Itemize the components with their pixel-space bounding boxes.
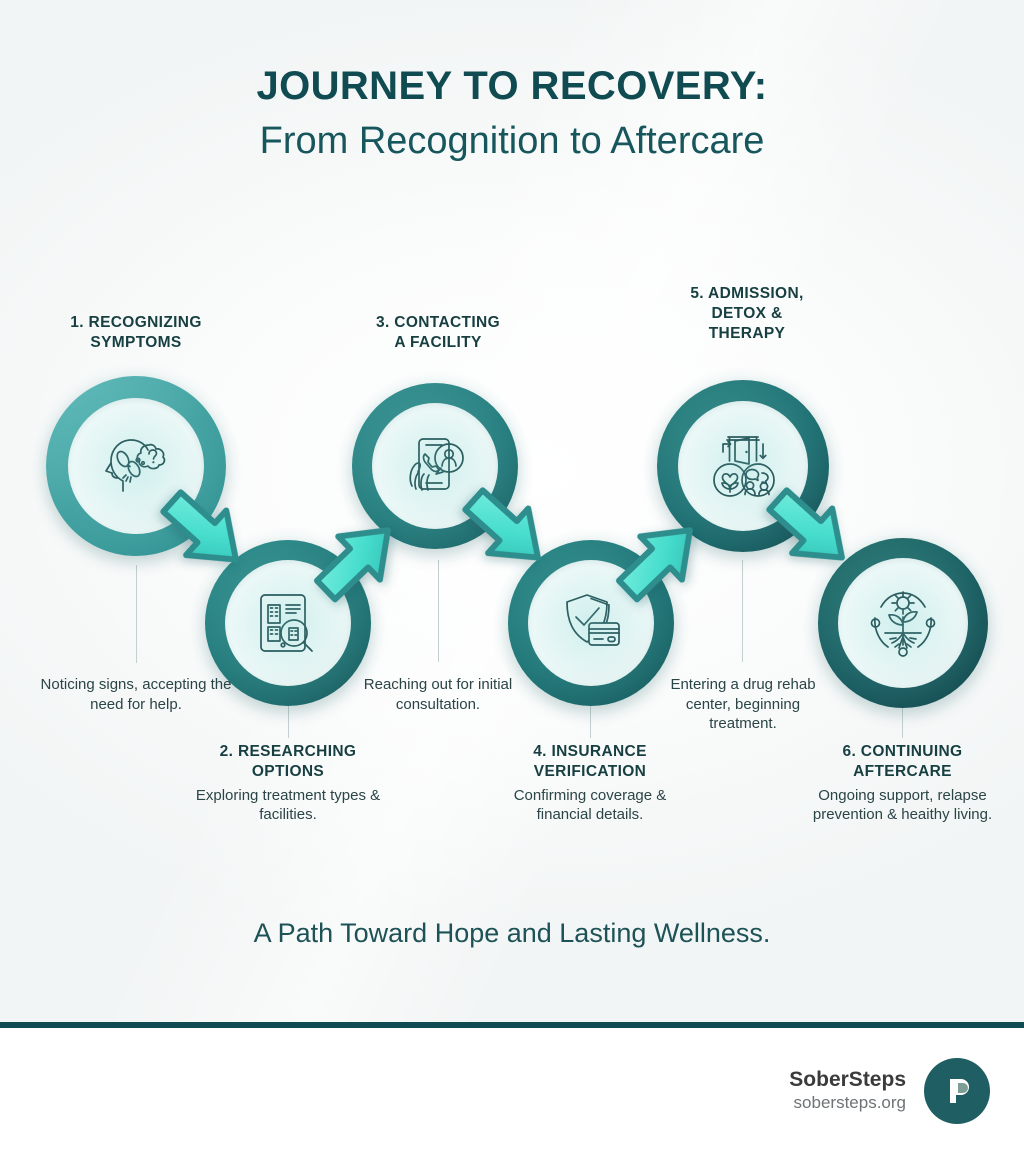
step-node-1[interactable]: [30, 360, 242, 572]
step-1-title-line1: 1. RECOGNIZING: [70, 314, 202, 331]
step-label-2: 2. RESEARCHING OPTIONS Exploring treatme…: [188, 742, 388, 825]
step-5-title-line3: THERAPY: [708, 324, 786, 342]
step-ring-3[interactable]: [352, 383, 518, 549]
step-3-description: Reaching out for initial consultation.: [363, 676, 513, 713]
step-6-description: Ongoing support, relapse prevention & he…: [812, 786, 993, 824]
shield-check-card-icon: [566, 594, 620, 646]
step-3-title-line1: 3. CONTACTING: [376, 314, 500, 331]
step-4-title-line1: 4. INSURANCE: [533, 743, 647, 760]
header: JOURNEY TO RECOVERY: From Recognition to…: [0, 64, 1024, 166]
step-ring-2[interactable]: [205, 540, 371, 706]
leader-line-5: [742, 560, 743, 662]
leader-line-4: [590, 690, 591, 738]
sobersteps-logo-icon[interactable]: [924, 1058, 990, 1124]
step-label-4: 4. INSURANCE VERIFICATION Confirming cov…: [490, 742, 690, 825]
leader-line-3: [438, 560, 439, 662]
step-label-5-title: 5. ADMISSION, DETOX & THERAPY: [640, 284, 854, 343]
step-1-description: Noticing signs, accepting the need for h…: [40, 676, 232, 713]
leader-line-2: [288, 690, 289, 738]
page-title: JOURNEY TO RECOVERY:: [256, 64, 768, 108]
node-glow: [336, 367, 534, 565]
footer: SoberSteps sobersteps.org: [0, 1028, 1024, 1154]
brand-url[interactable]: sobersteps.org: [793, 1093, 906, 1113]
step-node-6[interactable]: [802, 522, 1004, 724]
step-ring-6[interactable]: [818, 538, 988, 708]
footer-divider: [0, 1022, 1024, 1028]
step-label-1-title: 1. RECOGNIZING SYMPTOMS: [26, 313, 246, 353]
step-2-title-line1: 2. RESEARCHING: [219, 743, 357, 760]
step-label-3-title: 3. CONTACTING A FACILITY: [330, 313, 546, 353]
step-icon-circle-1: [68, 398, 204, 534]
leader-line-6: [902, 690, 903, 738]
tagline: A Path Toward Hope and Lasting Wellness.: [253, 918, 771, 948]
step-label-3-desc: Reaching out for initial consultation.: [358, 675, 518, 714]
step-node-5[interactable]: [641, 364, 845, 568]
plant-roots-sun-icon: [870, 591, 936, 657]
logo-glyph: [950, 1079, 969, 1103]
head-thought-question-icon: [105, 439, 166, 492]
leader-line-1: [136, 565, 137, 663]
step-node-3[interactable]: [336, 367, 534, 565]
step-label-6: 6. CONTINUING AFTERCARE Ongoing support,…: [805, 742, 1000, 825]
step-node-4[interactable]: [492, 524, 690, 722]
step-label-1-desc: Noticing signs, accepting the need for h…: [36, 675, 236, 714]
step-5-title-line2: DETOX &: [711, 304, 783, 322]
step-1-title-line2: SYMPTOMS: [90, 333, 182, 351]
step-5-description: Entering a drug rehab center, beginning …: [670, 676, 816, 732]
step-2-description: Exploring treatment types & facilities.: [195, 786, 381, 824]
step-4-description: Confirming coverage & financial details.: [513, 786, 667, 824]
page-subtitle: From Recognition to Aftercare: [259, 120, 765, 162]
node-glow: [641, 364, 845, 568]
step-icon-circle-6: [838, 558, 968, 688]
step-label-5-desc: Entering a drug rehab center, beginning …: [657, 675, 829, 734]
hand-phone-call-icon: [409, 438, 464, 491]
brand-text: SoberSteps sobersteps.org: [789, 1068, 906, 1114]
step-2-title-line2: OPTIONS: [251, 762, 325, 780]
door-heart-group-icon: [713, 436, 775, 497]
step-5-title-line1: 5. ADMISSION,: [690, 285, 804, 302]
step-4-title-line2: VERIFICATION: [533, 762, 647, 780]
tablet-buildings-magnifier-icon: [260, 594, 313, 652]
step-6-title-line2: AFTERCARE: [853, 762, 952, 780]
step-3-title-line2: A FACILITY: [394, 333, 482, 351]
step-icon-circle-3: [372, 403, 498, 529]
node-glow: [802, 522, 1004, 724]
step-6-title-line1: 6. CONTINUING: [842, 743, 963, 760]
brand-name: SoberSteps: [789, 1067, 906, 1091]
